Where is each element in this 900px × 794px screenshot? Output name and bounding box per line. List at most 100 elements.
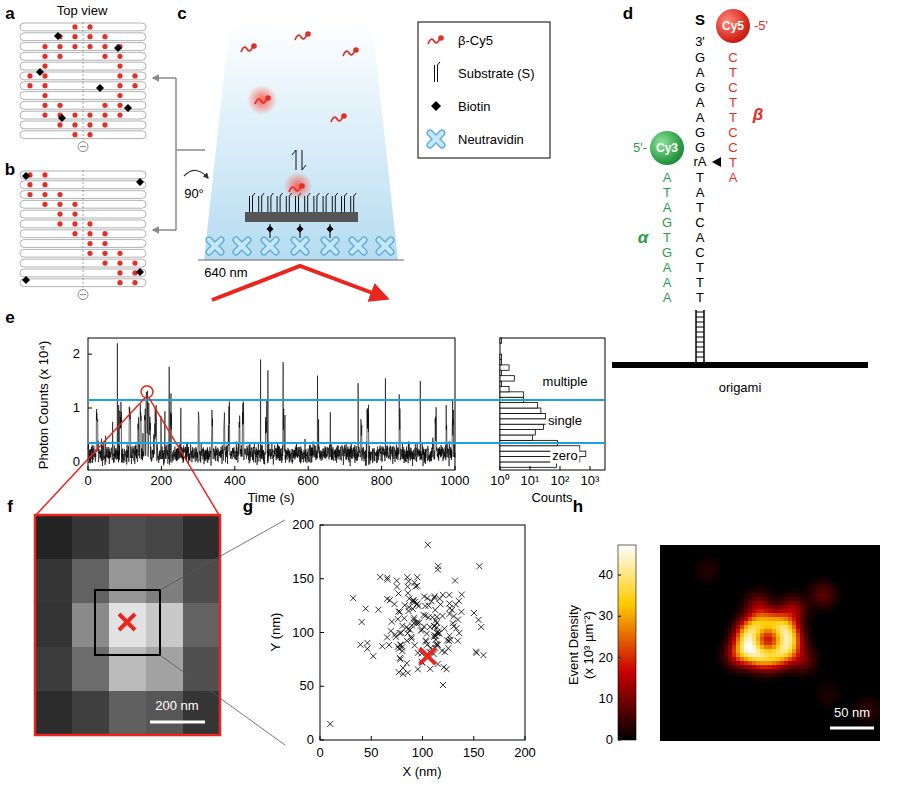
- density-pixel: [760, 665, 764, 669]
- density-pixel: [752, 601, 756, 605]
- density-pixel: [812, 657, 816, 661]
- tick-label: 600: [297, 474, 319, 489]
- density-pixel: [772, 645, 776, 649]
- density-pixel: [780, 609, 784, 613]
- density-pixel: [784, 649, 788, 653]
- density-pixel: [708, 577, 712, 581]
- density-pixel: [784, 637, 788, 641]
- density-pixel: [828, 681, 832, 685]
- density-pixel: [772, 625, 776, 629]
- density-pixel: [832, 593, 836, 597]
- density-pixel: [736, 605, 740, 609]
- density-pixel: [760, 629, 764, 633]
- density-pixel: [752, 661, 756, 665]
- density-pixel: [756, 641, 760, 645]
- density-pixel: [732, 613, 736, 617]
- substrate-strand: [270, 196, 271, 212]
- density-pixel: [836, 597, 840, 601]
- staple-dot: [42, 54, 47, 59]
- tick-mark: [500, 466, 501, 470]
- density-pixel: [816, 661, 820, 665]
- localization-mark: [384, 596, 390, 602]
- density-pixel: [824, 685, 828, 689]
- localization-mark: [401, 615, 407, 621]
- density-pixel: [752, 657, 756, 661]
- localization-mark: [410, 598, 416, 604]
- substrate-strand: [307, 196, 308, 212]
- density-pixel: [724, 641, 728, 645]
- staple-dot: [57, 192, 62, 197]
- scale-bar: [150, 721, 205, 724]
- origami-b: [20, 170, 146, 300]
- density-pixel: [784, 641, 788, 645]
- density-pixel: [868, 721, 872, 725]
- density-pixel: [760, 593, 764, 597]
- density-pixel: [780, 613, 784, 617]
- localization-scatter: [320, 525, 525, 740]
- density-pixel: [784, 657, 788, 661]
- density-pixel: [828, 685, 832, 689]
- density-pixel: [828, 597, 832, 601]
- camera-pixel: [35, 559, 72, 603]
- tick-label: 0: [606, 733, 613, 748]
- density-pixel: [784, 633, 788, 637]
- panel-letter: a: [5, 4, 14, 24]
- density-pixel: [728, 633, 732, 637]
- charge-symbol: [78, 142, 88, 152]
- density-pixel: [796, 593, 800, 597]
- density-pixel: [796, 617, 800, 621]
- camera-pixel: [146, 647, 183, 691]
- substrate-strand: [344, 196, 345, 212]
- localization-mark: [364, 646, 370, 652]
- density-pixel: [768, 673, 772, 677]
- localization-mark: [395, 616, 401, 622]
- axis-title: Event Density (x 10³ µm⁻²): [566, 601, 596, 689]
- neutravidin-cross: [264, 240, 276, 252]
- density-pixel: [740, 661, 744, 665]
- neutravidin-cross: [352, 240, 364, 252]
- substrate-strand: [326, 193, 329, 196]
- density-pixel: [824, 577, 828, 581]
- camera-pixel: [72, 515, 109, 559]
- density-pixel: [828, 593, 832, 597]
- zoom-line: [160, 520, 285, 590]
- density-pixel: [776, 613, 780, 617]
- camera-pixel: [72, 603, 109, 647]
- density-pixel: [736, 653, 740, 657]
- camera-pixel: [183, 559, 220, 603]
- dye-strand: [255, 98, 267, 104]
- density-pixel: [732, 657, 736, 661]
- density-pixel: [752, 629, 756, 633]
- density-pixel: [876, 709, 880, 713]
- localization-mark: [438, 601, 444, 607]
- density-pixel: [824, 589, 828, 593]
- density-pixel: [736, 633, 740, 637]
- density-pixel: [816, 601, 820, 605]
- density-pixel: [736, 617, 740, 621]
- density-pixel: [768, 597, 772, 601]
- density-pixel: [752, 621, 756, 625]
- staple-dot: [87, 113, 92, 118]
- density-pixel: [728, 625, 732, 629]
- density-pixel: [748, 637, 752, 641]
- density-pixel: [792, 629, 796, 633]
- staple-dot: [117, 280, 122, 285]
- density-pixel: [732, 621, 736, 625]
- density-pixel: [792, 657, 796, 661]
- density-pixel: [744, 593, 748, 597]
- density-pixel: [708, 569, 712, 573]
- density-pixel: [772, 661, 776, 665]
- density-pixel: [744, 665, 748, 669]
- localization-mark: [435, 563, 441, 569]
- zoom-line: [149, 398, 219, 515]
- density-pixel: [756, 653, 760, 657]
- density-pixel: [740, 621, 744, 625]
- density-pixel: [824, 585, 828, 589]
- density-pixel: [772, 637, 776, 641]
- tick-label: 10: [599, 691, 613, 706]
- centroid-mark: [119, 614, 135, 630]
- density-pixel: [728, 665, 732, 669]
- density-pixel: [816, 585, 820, 589]
- density-pixel: [780, 593, 784, 597]
- density-pixel: [764, 629, 768, 633]
